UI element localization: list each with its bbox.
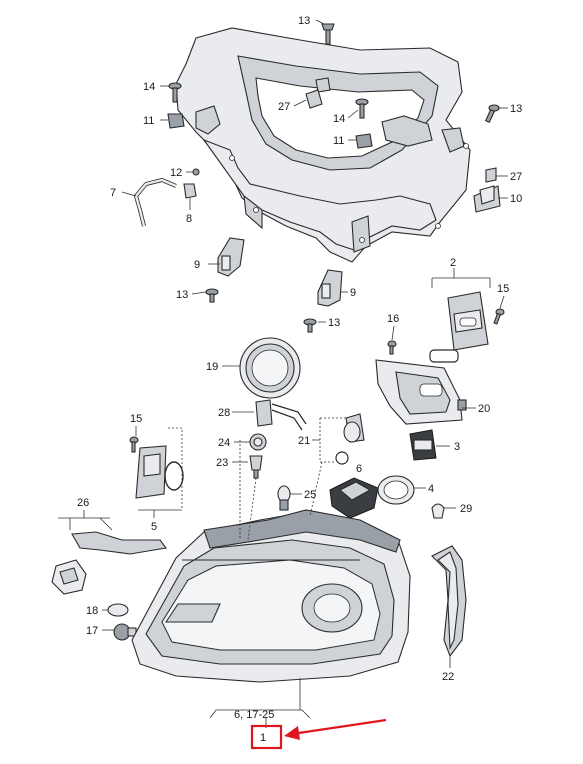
callout-25: 25 (304, 489, 316, 501)
screw-15-left (129, 436, 139, 453)
gasket-2 (429, 349, 459, 363)
screw-14-right (355, 98, 369, 119)
highlight-box (250, 724, 283, 750)
bulb-21 (343, 413, 365, 443)
trim-strip-22 (431, 545, 467, 658)
callout-3: 3 (454, 441, 460, 453)
screw-13-top (321, 23, 335, 45)
callout-13-left: 13 (176, 289, 188, 301)
screw-15-right (493, 308, 505, 325)
callout-14-left: 14 (143, 81, 155, 93)
callout-26: 26 (77, 497, 89, 509)
bracket-26 (51, 531, 167, 595)
callout-8: 8 (186, 213, 192, 225)
callout-6: 6 (356, 463, 362, 475)
bracket-9-right (317, 269, 343, 307)
callout-21: 21 (298, 435, 310, 447)
callout-27-top: 27 (278, 101, 290, 113)
callout-29: 29 (460, 503, 472, 515)
socket-3 (409, 429, 437, 461)
cover-20 (375, 359, 467, 425)
callout-15-left: 15 (130, 413, 142, 425)
callout-11-left: 11 (143, 115, 154, 127)
callout-labels: 13 14 11 27 14 11 13 27 10 12 7 8 9 13 9… (77, 15, 522, 744)
plug-18 (107, 603, 129, 617)
callout-1: 1 (260, 732, 266, 744)
callout-9-right: 9 (350, 287, 356, 299)
clip-27-right (485, 167, 497, 183)
highlight-part-1 (250, 718, 387, 750)
headlight-assembly-1 (131, 509, 411, 683)
bracket-10 (473, 185, 501, 213)
callout-27-right: 27 (510, 171, 522, 183)
bulb-23 (249, 455, 263, 479)
control-module-5 (135, 445, 184, 499)
callout-17: 17 (86, 625, 98, 637)
callout-23: 23 (216, 457, 228, 469)
ring-21 (335, 451, 349, 465)
highlight-arrow-head (284, 726, 300, 740)
clip-27-top (305, 89, 323, 109)
nut-11-right (355, 133, 373, 149)
screw-13-right (484, 104, 500, 124)
callout-18: 18 (86, 605, 98, 617)
screw-13-bottom (303, 318, 317, 333)
callout-24: 24 (218, 437, 230, 449)
callout-22: 22 (442, 671, 454, 683)
ballast-6 (329, 477, 379, 519)
leader-lines (58, 19, 508, 728)
callout-19: 19 (206, 361, 218, 373)
retaining-ring-4 (377, 475, 415, 505)
connector-28 (255, 399, 307, 431)
control-unit-2 (447, 291, 489, 351)
cover-cap-19 (239, 337, 301, 399)
callout-11-right: 11 (333, 135, 344, 147)
callout-7: 7 (110, 187, 116, 199)
highlight-arrow (291, 718, 387, 736)
bulb-25 (277, 485, 291, 511)
screw-14-left (168, 82, 182, 103)
callout-group-6-17-25: 6, 17-25 (234, 709, 274, 721)
callout-5: 5 (151, 521, 157, 533)
callout-2: 2 (450, 257, 456, 269)
callout-13-bottom: 13 (328, 317, 340, 329)
adjuster-17 (113, 623, 137, 641)
clip-12 (192, 168, 200, 176)
valve-8 (183, 183, 197, 199)
callout-28: 28 (218, 407, 230, 419)
callout-13-top: 13 (298, 15, 310, 27)
callout-15-right: 15 (497, 283, 509, 295)
hose-7 (133, 177, 177, 227)
callout-16: 16 (387, 313, 399, 325)
callout-9-left: 9 (194, 259, 200, 271)
nut-11-left (167, 113, 185, 129)
callout-4: 4 (428, 483, 434, 495)
headlight-mounting-bracket (175, 27, 471, 263)
callout-14-right: 14 (333, 113, 345, 125)
screw-16 (387, 340, 397, 355)
cap-29 (431, 503, 445, 519)
bracket-9-left (217, 237, 245, 277)
lamp-holder-24 (249, 433, 267, 451)
callout-13-right: 13 (510, 103, 522, 115)
callout-10: 10 (510, 193, 522, 205)
callout-20: 20 (478, 403, 490, 415)
screw-13-left (205, 288, 219, 303)
callout-12: 12 (170, 167, 182, 179)
